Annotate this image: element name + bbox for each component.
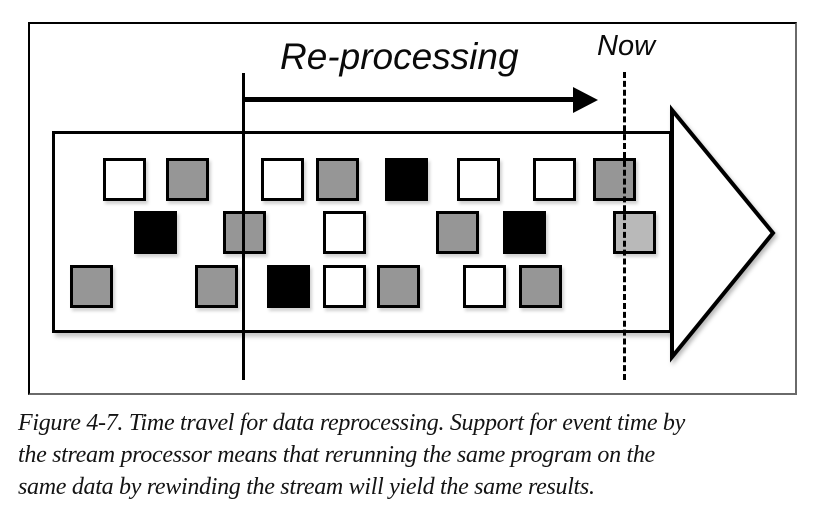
event-square-black <box>503 211 546 254</box>
event-square-gray <box>377 265 420 308</box>
figure-caption: Figure 4-7. Time travel for data reproce… <box>18 407 814 503</box>
event-square-white <box>457 158 500 201</box>
now-label: Now <box>597 30 656 62</box>
event-square-gray <box>519 265 562 308</box>
reprocessing-arrow-line <box>245 97 575 102</box>
event-square-gray <box>593 158 636 201</box>
event-square-lightgray <box>613 211 656 254</box>
reprocessing-arrow-head-icon <box>573 87 598 113</box>
event-square-black <box>267 265 310 308</box>
event-square-white <box>261 158 304 201</box>
event-square-white <box>533 158 576 201</box>
event-square-gray <box>70 265 113 308</box>
event-square-white <box>463 265 506 308</box>
event-square-gray <box>166 158 209 201</box>
event-square-white <box>103 158 146 201</box>
caption-line: same data by rewinding the stream will y… <box>18 474 595 500</box>
event-square-black <box>385 158 428 201</box>
event-square-white <box>323 211 366 254</box>
event-square-black <box>134 211 177 254</box>
event-square-white <box>323 265 366 308</box>
reprocessing-label: Re-processing <box>280 36 519 77</box>
event-square-gray <box>436 211 479 254</box>
caption-line: the stream processor means that rerunnin… <box>18 442 655 468</box>
event-square-gray <box>316 158 359 201</box>
reprocessing-start-line <box>242 73 245 380</box>
caption-line: Figure 4-7. Time travel for data reproce… <box>18 410 685 436</box>
now-dashed-line <box>623 72 626 380</box>
stream-arrow-head-icon <box>670 104 776 363</box>
event-square-gray <box>195 265 238 308</box>
